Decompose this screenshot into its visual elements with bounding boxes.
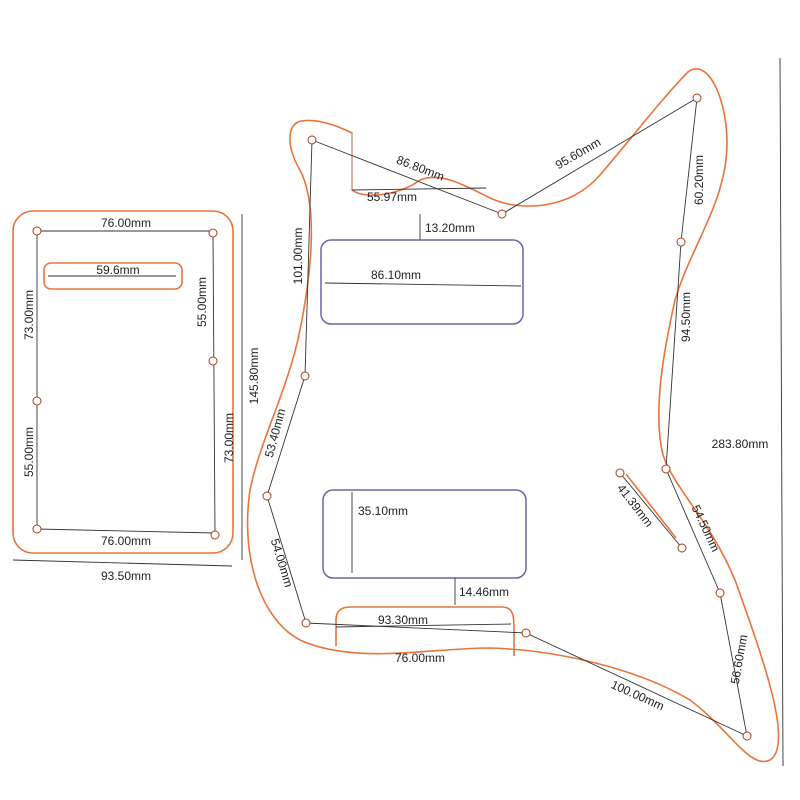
pickguard: 86.80mm 55.97mm 95.60mm 60.20mm 94.50mm …: [246, 57, 784, 767]
screw-hole: [210, 530, 220, 540]
backplate-slot-label: 59.6mm: [96, 263, 139, 277]
screw-hole: [32, 524, 42, 534]
label-bridge-gap: 14.46mm: [459, 585, 509, 599]
pickguard-holes: [262, 93, 752, 741]
screw-hole: [497, 209, 507, 219]
dim-left-lower: [266, 495, 307, 624]
dim-bottom-holes: [305, 622, 527, 634]
backplate: 76.00mm 59.6mm 73.00mm 55.00mm 73.00mm 5…: [12, 210, 261, 583]
neck-pickup-route: [320, 239, 524, 325]
backplate-width-label: 93.50mm: [101, 569, 151, 583]
backplate-top-label: 76.00mm: [101, 216, 151, 230]
screw-hole: [677, 543, 687, 553]
screw-hole: [262, 491, 272, 501]
dim-right-lower: [665, 468, 721, 594]
label-top-right-diag: 95.60mm: [553, 135, 603, 172]
backplate-right-dim: [212, 232, 216, 536]
label-horn-cut: 55.97mm: [367, 190, 417, 204]
dim-right-bottom: [719, 592, 748, 737]
dim-right-mid: [665, 241, 682, 470]
backplate-holes: [32, 226, 220, 540]
backplate-slot: [43, 262, 183, 290]
bridge-pickup-route: [322, 489, 527, 579]
label-left-mid: 53.40mm: [262, 407, 288, 459]
label-neck-gap: 13.20mm: [425, 221, 475, 235]
label-overall-height: 283.80mm: [712, 437, 769, 451]
label-neck-pickup: 86.10mm: [371, 268, 421, 282]
bottom-cutout: [335, 606, 515, 656]
label-left-lower: 54.00mm: [268, 537, 296, 589]
label-right-lower: 54.50mm: [689, 503, 723, 554]
screw-hole: [32, 396, 42, 406]
backplate-outline: [12, 210, 234, 554]
screw-hole: [208, 356, 218, 366]
label-bridge-height: 35.10mm: [358, 504, 408, 518]
dim-horn-cut: [351, 187, 487, 191]
label-right-upper: 60.20mm: [692, 155, 706, 205]
dim-top-right-diag: [501, 97, 698, 215]
screw-hole: [615, 468, 625, 478]
pickguard-outline: [246, 68, 780, 763]
label-bottom-holes: 76.00mm: [395, 651, 445, 665]
screw-hole: [300, 371, 310, 381]
screw-hole: [661, 464, 671, 474]
screw-hole: [32, 226, 42, 236]
backplate-width-dim: [12, 559, 233, 567]
backplate-bottom-dim: [36, 528, 216, 534]
label-right-mid: 94.50mm: [679, 292, 693, 342]
screw-hole: [692, 93, 702, 103]
dim-slot: [619, 472, 683, 549]
screw-hole: [521, 628, 531, 638]
backplate-right-lower-label: 73.00mm: [222, 413, 236, 463]
dim-right-upper: [680, 97, 698, 243]
label-right-bottom: 56.60mm: [728, 633, 750, 685]
dim-left-upper: [304, 139, 313, 377]
backplate-height-label: 145.80mm: [247, 348, 261, 405]
backplate-left-label: 73.00mm: [22, 290, 36, 340]
screw-hole: [208, 228, 218, 238]
screw-hole: [676, 237, 686, 247]
screw-hole: [742, 731, 752, 741]
dim-bottom-cut: [335, 623, 512, 628]
screw-hole: [307, 135, 317, 145]
backplate-right-label: 55.00mm: [195, 277, 209, 327]
label-left-upper: 101.00mm: [291, 228, 305, 285]
dim-overall-height: [779, 57, 784, 767]
backplate-left-lower-label: 55.00mm: [22, 427, 36, 477]
dim-slot-edge: [625, 473, 677, 539]
dim-top-left-diag: [311, 139, 503, 215]
dim-bottom-right-diag: [525, 632, 748, 737]
backplate-bottom-label: 76.00mm: [101, 534, 151, 548]
label-bottom-cut: 93.30mm: [378, 613, 428, 627]
dim-left-mid: [266, 375, 306, 497]
screw-hole: [301, 618, 311, 628]
screw-hole: [715, 588, 725, 598]
dim-neck-pickup: [324, 282, 522, 287]
